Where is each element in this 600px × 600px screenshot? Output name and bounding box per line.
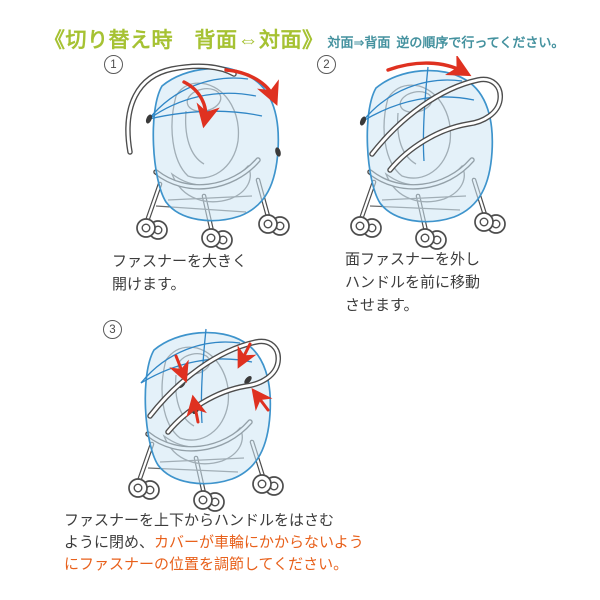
caption-line: 面ファスナーを外し [345, 251, 481, 268]
step-1-illustration [125, 63, 290, 250]
stroller-handle [125, 63, 237, 155]
page-title: 《切り替え時 背面⇔対面》 [44, 29, 324, 52]
zipper-pull-icon [359, 116, 367, 126]
stroller-handle [147, 338, 281, 435]
page-subtitle: 対面⇒背面逆の順序で行ってください。 [328, 32, 565, 54]
handle-move-arrow-icon [386, 56, 472, 77]
zipper-open-arrows [182, 68, 279, 129]
zipper-close-arrow-icon [186, 394, 207, 424]
subtitle-sequence: 対面⇒背面 [327, 35, 391, 50]
warning-text: カバーが車輪にかからないよう [154, 534, 364, 551]
zipper-open-arrow-icon [224, 68, 279, 106]
stroller-wheels [136, 214, 290, 250]
caption-line: ファスナーを大きく [112, 253, 248, 270]
caption-line: させます。 [345, 297, 419, 314]
stroller-wheels [350, 212, 506, 250]
caption-line: ように閉め、カバーが車輪にかからないよう [64, 534, 364, 551]
rain-cover [366, 69, 494, 223]
caption-line: ファスナーを上下からハンドルをはさむ [64, 512, 335, 529]
caption-line: にファスナーの位置を調節してください。 [64, 554, 364, 576]
stroller-wheels [128, 474, 284, 512]
subtitle-note: 逆の順序で行ってください。 [396, 35, 565, 50]
zipper-pull-icon [244, 375, 252, 385]
caption-line: 開けます。 [112, 276, 186, 293]
zipper-close-arrows [169, 342, 273, 424]
step-3-number-badge: 3 [103, 320, 122, 339]
step-3-illustration [128, 328, 284, 512]
zipper-close-arrow-icon [251, 388, 273, 412]
step-2-illustration [350, 56, 506, 250]
zipper-lines [359, 66, 475, 162]
zipper-close-arrow-icon [169, 354, 189, 383]
step-1-number-badge: 1 [104, 55, 123, 74]
zipper-pull-icon [145, 114, 153, 124]
step-2-number-badge: 2 [317, 55, 336, 74]
step-2-caption: 面ファスナーを外し ハンドルを前に移動 させます。 [345, 248, 480, 317]
page-header: 《切り替え時 背面⇔対面》 対面⇒背面逆の順序で行ってください。 [44, 24, 564, 54]
zipper-pull-icon [275, 147, 281, 157]
zipper-close-arrow-icon [237, 342, 257, 369]
rain-cover [144, 331, 272, 485]
caption-line: ハンドルを前に移動 [345, 274, 481, 291]
warning-text: にファスナーの位置を調節してください。 [64, 556, 349, 573]
stroller-handle [369, 76, 503, 173]
step-3-caption: ファスナーを上下からハンドルをはさむ ように閉め、カバーが車輪にかからないよう … [64, 510, 364, 576]
zipper-open-arrow-icon [182, 80, 220, 129]
rain-cover [152, 67, 280, 222]
step-1-caption: ファスナーを大きく 開けます。 [112, 250, 247, 296]
